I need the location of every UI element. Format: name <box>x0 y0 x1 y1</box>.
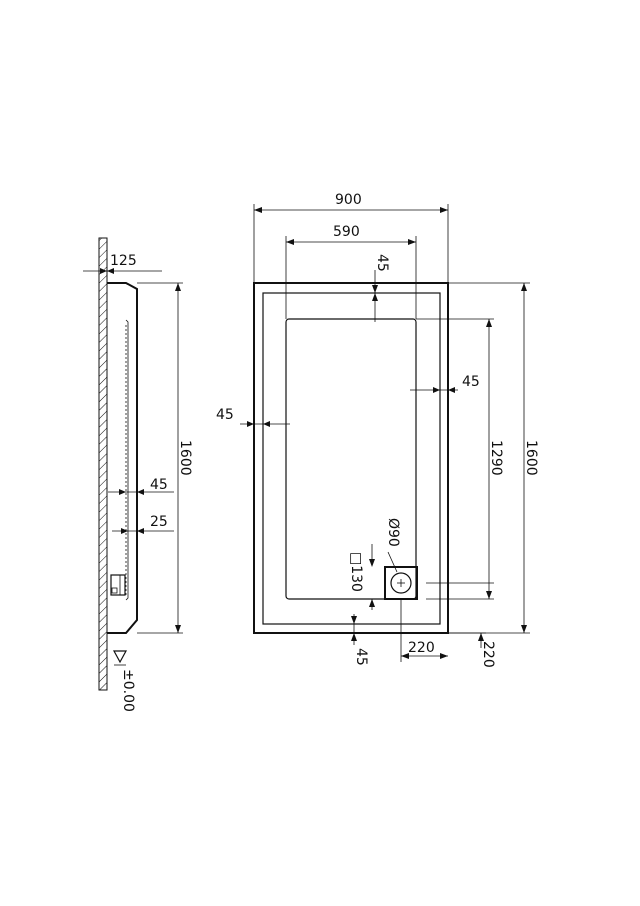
inner-width-label: 590 <box>333 224 360 240</box>
floor-level-label: ±0.00 <box>120 669 136 712</box>
tray-profile <box>107 282 138 634</box>
side-base-label: 25 <box>150 514 168 530</box>
drain-icon <box>390 572 412 594</box>
overall-width-label: 900 <box>335 192 362 208</box>
plan-view: 900 590 45 45 45 1290 <box>216 192 539 668</box>
left-rim-label: 45 <box>216 407 234 423</box>
drain-box-label: □130 <box>348 552 364 592</box>
wall-section <box>98 237 108 691</box>
side-rim-label: 45 <box>150 477 168 493</box>
bottom-rim-label: 45 <box>353 648 369 666</box>
inner-length-label: 1290 <box>488 440 504 476</box>
right-rim-label: 45 <box>462 374 480 390</box>
drain-offset-x-label: 220 <box>408 640 435 656</box>
tray-outline <box>253 282 449 634</box>
overall-length-label: 1600 <box>523 440 539 476</box>
side-view: 125 1600 45 25 ±0.00 <box>83 237 193 712</box>
drain-diameter-label: Ø90 <box>385 518 401 547</box>
drain-offset-y-label: 220 <box>480 641 496 668</box>
wall-thickness-label: 125 <box>110 253 137 269</box>
side-height-label: 1600 <box>177 440 193 476</box>
top-rim-label: 45 <box>374 254 390 272</box>
